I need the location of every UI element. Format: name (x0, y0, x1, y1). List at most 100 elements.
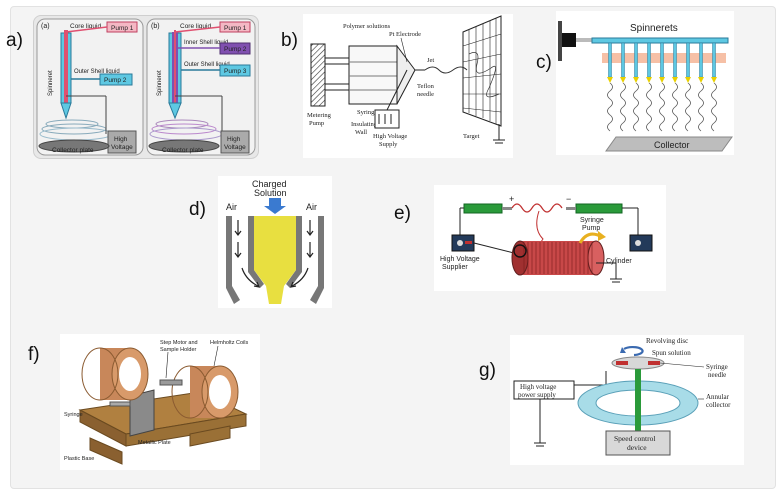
panel-g-needle-right (648, 361, 660, 365)
panel-d-air-arrows (234, 220, 314, 288)
panel-f-sample-holder (159, 379, 183, 386)
panel-a-right-core-needle (174, 30, 176, 106)
panel-g-disc-label: Revolving disc (646, 337, 688, 345)
panel-a-right-tag: (b) (151, 23, 160, 30)
panel-b-target-grid (462, 15, 502, 127)
panel-g-speed-control-box (605, 430, 671, 456)
panel-c-fiber-jet (659, 82, 665, 132)
label-e: e) (394, 203, 411, 224)
panel-c-fiber-jet (633, 82, 639, 132)
panel-d-outer-wall-left (226, 216, 240, 304)
panel-c-nozzle (660, 42, 664, 78)
panel-c-nozzle-tip (659, 77, 665, 83)
panel-a-right-hv-label2: Voltage (224, 144, 246, 151)
panel-a-right-pump2-label: Pump 2 (224, 46, 247, 53)
panel-b-syringes-label: Syringes (357, 109, 380, 116)
panel-a-left-collector-plate (38, 139, 110, 153)
panel-c-nozzle-tip (685, 77, 691, 83)
panel-f-motor-label1: Step Motor and (160, 340, 198, 346)
panel-c-fiber-jet (698, 82, 704, 132)
panel-a-right-inner-label: Inner Shell liquid (184, 40, 228, 46)
panel-a-right-collector-plate (148, 139, 220, 153)
panel-a-right-core-label: Core liquid (180, 23, 211, 30)
panel-a-left-high-voltage (107, 130, 137, 154)
panel-g-hv-label2: power supply (518, 391, 556, 399)
panel-d-inner-wall-left (248, 216, 264, 288)
panel-c-fiber-jet (620, 82, 626, 132)
panel-a-right-taylor-cone (168, 102, 182, 120)
panel-d-polymer-stream (254, 216, 296, 304)
panel-d-gas-assisted-nozzle: Charged Solution Air Air (218, 176, 332, 308)
panel-c-nozzle (634, 42, 638, 78)
panel-c-nozzle-tip (711, 77, 717, 83)
panel-f-metallic-label: Metallic Plate (138, 440, 171, 446)
panel-g-revolving-disc: Revolving disc Spun solution Syringe nee… (510, 335, 744, 465)
panel-c-nozzle-tip (620, 77, 626, 83)
label-f: f) (28, 344, 40, 365)
panel-b-target-label: Target (463, 133, 480, 140)
panel-b-hv-label2: Supply (379, 141, 398, 148)
panel-e-minus-sign: − (566, 194, 571, 204)
panel-c-spinnerets-label: Spinnerets (630, 23, 678, 34)
panel-c-nozzle (686, 42, 690, 78)
panel-g-speed-label2: device (627, 443, 647, 452)
panel-g-speed-label1: Speed control (614, 434, 655, 443)
panel-f-coil-right (171, 365, 239, 419)
panel-g-needle-label2: needle (708, 371, 726, 379)
panel-c-electrode-band (602, 53, 726, 63)
panel-e-plus-sign: + (509, 194, 514, 204)
panel-c-nozzle (699, 42, 703, 78)
panel-a-right-spinneret-label: Spinneret (157, 70, 163, 96)
panel-c-collector-label: Collector (654, 140, 690, 150)
panel-a-left-core-label: Core liquid (70, 23, 101, 30)
panel-a-right-pump1-label: Pump 1 (224, 25, 247, 32)
panel-a-right-pump3-label: Pump 3 (224, 68, 247, 75)
panel-c-nozzle (647, 42, 651, 78)
panel-e-cylinder (511, 240, 605, 276)
panel-f-coil-left (81, 347, 149, 401)
panel-f-magnetic-setup: Step Motor and Sample Holder Helmholtz C… (60, 334, 260, 470)
panel-g-annular-label1: Annular (706, 393, 730, 401)
panel-a-left-pump2-label: Pump 2 (104, 77, 127, 84)
panel-c-fiber-jet (646, 82, 652, 132)
panel-c-fiber-jet (672, 82, 678, 132)
panel-c-nozzle (621, 42, 625, 78)
panel-g-annular-label2: collector (706, 401, 731, 409)
panel-g-needle-label1: Syringe (706, 363, 728, 371)
panel-d-inner-wall-right (286, 216, 302, 288)
panel-a-left-spinneret-label: Spinneret (48, 70, 54, 96)
panel-g-rotation-arrow (623, 345, 644, 357)
panel-f-helmholtz-label: Helmholtz Coils (210, 340, 248, 346)
panel-b-hv-label1: High Voltage (373, 133, 407, 140)
panel-g-spun-label: Spun solution (652, 349, 691, 357)
label-b: b) (281, 30, 298, 51)
panel-e-hv-label1: High Voltage (440, 256, 480, 263)
panel-a-right-plate-label: Collector plate (162, 147, 204, 154)
panel-g-hv-label1: High voltage (520, 383, 556, 391)
label-c: c) (536, 52, 552, 73)
panel-c-nozzle (608, 42, 612, 78)
panel-g-shaft (635, 369, 641, 431)
panel-c-nozzle (673, 42, 677, 78)
panel-a-coaxial-setup: (a) Core liquid Pump 1 Spinneret Outer S… (33, 15, 259, 159)
panel-a-left-pump1-label: Pump 1 (111, 25, 134, 32)
panel-c-nozzle-tip (646, 77, 652, 83)
label-g: g) (479, 360, 496, 381)
panel-a-left-hv-label1: High (114, 136, 128, 143)
panel-e-syringe-right (575, 203, 623, 214)
label-d: d) (189, 199, 206, 220)
panel-b-metering-label2: Pump (309, 120, 324, 127)
panel-c-spinneret-array: Spinnerets Collector (556, 11, 734, 155)
panel-g-hv-supply-box (513, 380, 575, 400)
panel-e-jet-whip (511, 203, 563, 213)
panel-a-right-outer-label: Outer Shell liquid (184, 62, 230, 68)
panel-a-left-outer-label: Outer Shell liquid (74, 69, 120, 75)
panel-b-insulating-label1: Insulating (351, 121, 378, 128)
panel-a-left-plate-label: Collector plate (52, 147, 94, 154)
panel-d-inlet-arrow (264, 198, 286, 214)
panel-c-nozzle-tip (698, 77, 704, 83)
panel-b-multijet-setup: Polymer solutions Pt Electrode Jet Syrin… (303, 14, 513, 158)
panel-e-rotating-cylinder: + − Syringe Pump High Voltage Supplier C… (434, 185, 666, 291)
panel-a-left-core-needle (64, 30, 68, 106)
panel-d-outer-wall-right (310, 216, 324, 304)
